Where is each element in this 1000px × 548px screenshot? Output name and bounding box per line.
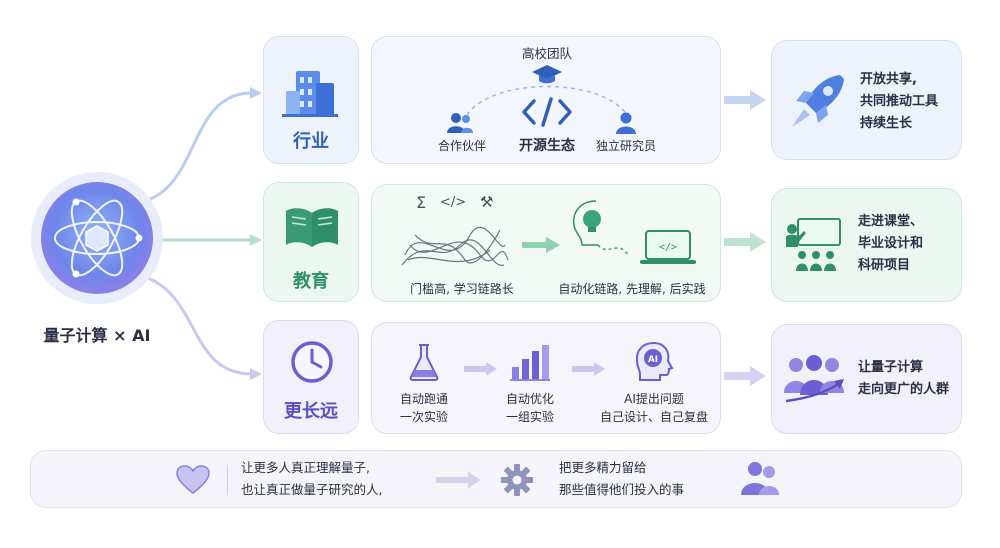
center-title: 量子计算 × AI: [43, 326, 151, 345]
people-icon: [741, 462, 779, 495]
partner-label: 合作伙伴: [437, 139, 486, 153]
bottom-left-line1: 让更多人真正理解量子,: [241, 460, 370, 475]
arrow-industry: [724, 90, 766, 110]
ai-head-icon: AI: [635, 341, 674, 381]
arrow-education: [724, 232, 766, 252]
bottom-right-line1: 把更多精力留给: [559, 460, 647, 475]
atom-icon: [31, 172, 163, 304]
ecosystem-arc: [466, 85, 628, 116]
arrow-step2: [572, 362, 605, 376]
step3-line2: 自己设计、自己复盘: [599, 410, 708, 424]
book-icon: [286, 208, 338, 247]
graduation-cap-icon: [532, 65, 562, 84]
people-growth-icon: [784, 355, 844, 403]
clock-icon: [291, 341, 333, 383]
wrench-icon: ⚒: [480, 193, 494, 211]
step3-line1: AI提出问题: [624, 392, 684, 406]
longer-outcome-line2: 走向更广的人群: [858, 382, 950, 397]
education-outcome-line3: 科研项目: [858, 258, 911, 273]
flask-icon: [409, 344, 439, 381]
auto-label: 自动化链路, 先理解, 后实践: [558, 282, 706, 296]
step2-line1: 自动优化: [505, 392, 554, 406]
code-icon: [522, 97, 572, 127]
industry-card: 行业: [263, 36, 359, 164]
gear-icon: [501, 464, 533, 496]
bottom-divider: [227, 465, 228, 495]
arrow-longer: [724, 366, 766, 386]
arrow-step1: [464, 362, 497, 376]
arrow-bottom: [436, 472, 481, 488]
longer-label: 更长远: [284, 401, 338, 422]
user-icon: [616, 112, 636, 134]
step1-line2: 一次实验: [399, 410, 448, 424]
code-small-icon: </>: [440, 195, 467, 210]
bar-chart-icon: [510, 345, 550, 381]
building-icon: [282, 71, 338, 117]
longer-card: 更长远: [263, 320, 359, 434]
svg-text:</>: </>: [659, 242, 677, 253]
ecosystem-panel: 高校团队 开源生态 合作伙伴 独立研究员: [371, 36, 721, 164]
heart-icon: [176, 465, 210, 494]
ecosystem-label: 开源生态: [519, 138, 575, 154]
industry-outcome-line3: 持续生长: [860, 116, 913, 131]
industry-outcome-card: 开放共享, 共同推动工具 持续生长: [771, 40, 962, 160]
step1-line1: 自动跑通: [399, 392, 448, 406]
industry-label: 行业: [293, 131, 329, 152]
industry-outcome-line2: 共同推动工具: [860, 94, 939, 109]
longer-outcome-line1: 让量子计算: [858, 360, 924, 375]
longer-panel: 自动跑通 一次实验 自动优化 一组实验 AI AI提出问题 自己设计、自己复盘: [371, 322, 721, 434]
tangled-lines-icon: [401, 226, 509, 266]
connector-longer: [147, 276, 251, 376]
education-panel: Σ </> ⚒ 门槛高, 学习链路长 </> 自动化链路, 先理解, 后实践: [371, 184, 721, 302]
bottom-right-line2: 那些值得他们投入的事: [559, 482, 685, 497]
center-node: [22, 168, 172, 318]
education-outcome-line1: 走进课堂、: [858, 214, 924, 229]
team-label: 高校团队: [521, 46, 572, 61]
education-outcome-line2: 毕业设计和: [858, 236, 924, 251]
rocket-icon: [792, 75, 844, 127]
bottom-left-line2: 也让真正做量子研究的人,: [241, 482, 383, 497]
researcher-label: 独立研究员: [595, 139, 656, 153]
barrier-label: 门槛高, 学习链路长: [410, 282, 514, 296]
lightbulb-icon: [572, 200, 629, 256]
longer-outcome-card: 让量子计算 走向更广的人群: [771, 324, 962, 434]
users-icon: [447, 113, 473, 133]
education-label: 教育: [293, 271, 329, 292]
laptop-icon: </>: [640, 230, 696, 264]
sigma-icon: Σ: [416, 193, 427, 212]
connector-industry: [147, 91, 251, 202]
classroom-icon: [786, 218, 841, 271]
bottom-banner: 让更多人真正理解量子, 也让真正做量子研究的人, 把更多精力留给 那些值得他们投…: [30, 450, 962, 508]
svg-text:AI: AI: [648, 355, 658, 365]
industry-outcome-line1: 开放共享,: [860, 72, 917, 87]
arrow-education-inner: [522, 237, 560, 253]
education-outcome-card: 走进课堂、 毕业设计和 科研项目: [771, 188, 962, 302]
step2-line2: 一组实验: [505, 410, 554, 424]
education-card: 教育: [263, 182, 359, 302]
